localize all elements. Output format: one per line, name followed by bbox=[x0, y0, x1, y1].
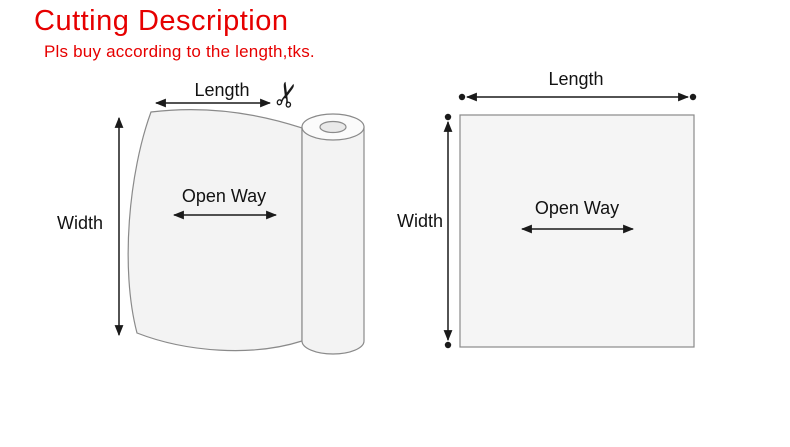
fabric-roll-body bbox=[301, 126, 365, 355]
flat-sheet bbox=[459, 114, 695, 348]
flat-length-arrow-dot-right bbox=[689, 93, 697, 101]
fabric-sheet bbox=[127, 109, 303, 352]
flat-width-arrow-dot-bottom bbox=[444, 341, 452, 349]
flat-open-way-label: Open Way bbox=[534, 198, 620, 218]
flat-width-arrow-dot-top bbox=[444, 113, 452, 121]
roll-length-label: Length bbox=[194, 80, 250, 100]
page-subtitle: Pls buy according to the length,tks. bbox=[44, 42, 315, 61]
roll-width-label: Width bbox=[56, 213, 104, 233]
page-title: Cutting Description bbox=[34, 5, 289, 37]
flat-length-label: Length bbox=[548, 69, 604, 89]
flat-length-arrow-dot-left bbox=[458, 93, 466, 101]
roll-open-way-label: Open Way bbox=[181, 186, 267, 206]
flat-width-label: Width bbox=[396, 211, 444, 231]
fabric-roll-core bbox=[319, 120, 347, 134]
